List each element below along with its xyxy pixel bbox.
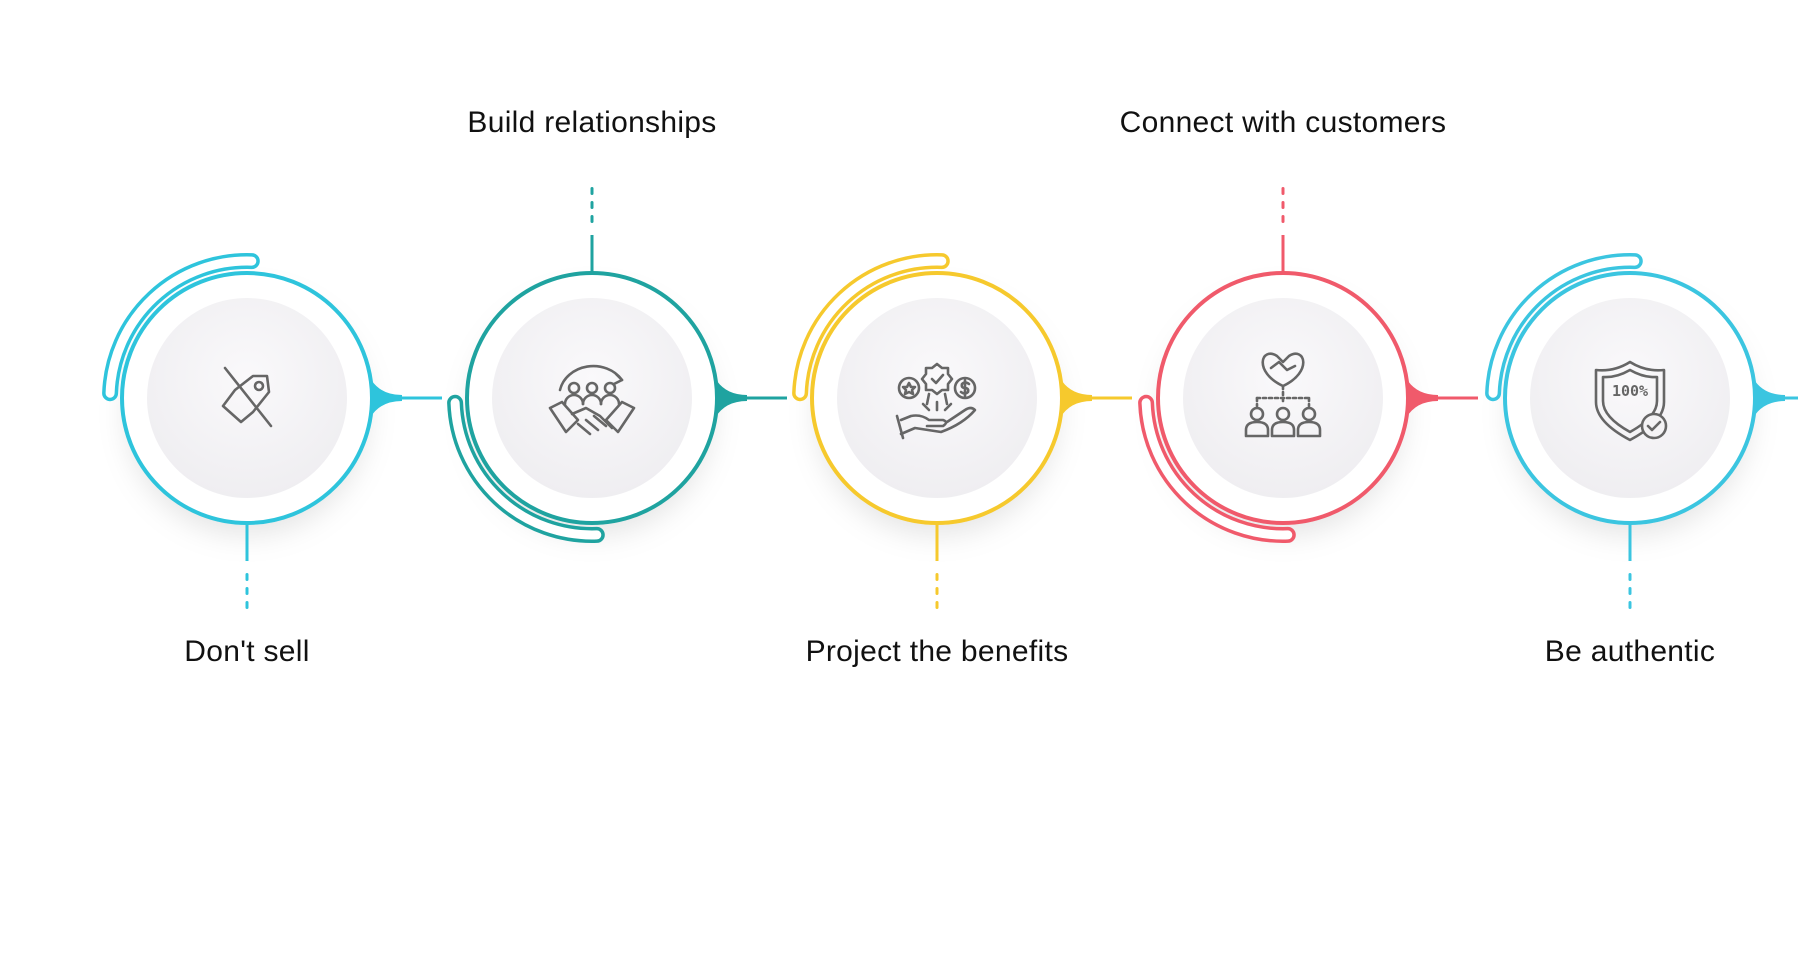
step-connector-drop <box>1406 378 1438 418</box>
step-connector-drop <box>1753 378 1785 418</box>
step-label: Don't sell <box>184 635 310 668</box>
step-connector-drop <box>715 378 747 418</box>
authentic-shield-icon: 100% <box>1594 360 1668 442</box>
step-label: Connect with customers <box>1119 106 1447 139</box>
step-accent-arc-inner <box>450 398 602 540</box>
step-inner-disc <box>1530 298 1730 498</box>
step-4 <box>1138 187 1478 543</box>
step-connector-drop <box>370 378 402 418</box>
step-accent-arc-inner <box>1488 256 1640 398</box>
step-inner-disc <box>837 298 1037 498</box>
step-connector-drop <box>1060 378 1092 418</box>
customer-network-icon <box>1244 352 1322 438</box>
step-5: 100% <box>1485 253 1798 609</box>
no-price-tag-icon <box>221 366 273 428</box>
step-1 <box>102 253 442 609</box>
step-label: Build relationships <box>467 106 717 139</box>
team-handshake-icon <box>548 364 636 436</box>
step-3 <box>792 253 1132 609</box>
step-accent-arc-inner <box>1141 398 1293 540</box>
benefits-hand-icon <box>895 362 977 440</box>
step-inner-disc <box>147 298 347 498</box>
step-label: Be authentic <box>1544 635 1716 668</box>
step-label: Project the benefits <box>805 635 1069 668</box>
step-inner-disc <box>492 298 692 498</box>
step-2 <box>447 187 787 543</box>
shield-percent-text: 100% <box>1612 382 1648 400</box>
step-accent-arc-inner <box>795 256 947 398</box>
step-accent-arc-inner <box>105 256 257 398</box>
